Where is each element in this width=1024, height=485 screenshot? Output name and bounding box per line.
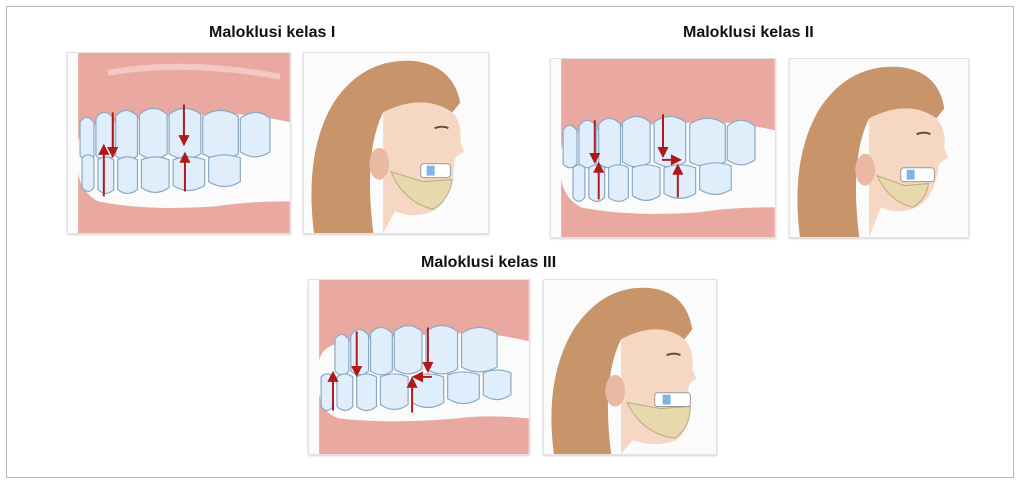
class-3-profile-illustration bbox=[543, 279, 717, 455]
face-profile-class-3 bbox=[544, 280, 716, 454]
teeth-occlusion-class-2 bbox=[551, 59, 775, 237]
class-2-profile-illustration bbox=[789, 58, 969, 238]
class-1-teeth-illustration bbox=[67, 52, 291, 234]
title-class-1: Maloklusi kelas I bbox=[209, 24, 336, 41]
class-2-teeth-illustration bbox=[550, 58, 776, 238]
class-3-teeth-illustration bbox=[308, 279, 530, 455]
title-class-2: Maloklusi kelas II bbox=[683, 24, 814, 41]
teeth-occlusion-class-3 bbox=[309, 280, 529, 454]
face-profile-class-1 bbox=[304, 53, 488, 233]
class-1-profile-illustration bbox=[303, 52, 489, 234]
title-class-3: Maloklusi kelas III bbox=[421, 254, 557, 271]
teeth-occlusion-class-1 bbox=[68, 53, 290, 233]
face-profile-class-2 bbox=[790, 59, 968, 237]
